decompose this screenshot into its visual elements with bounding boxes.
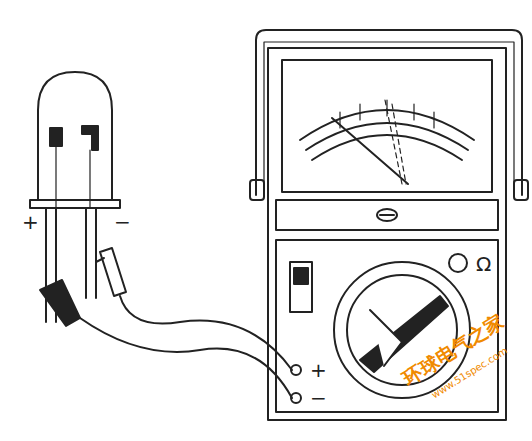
ohm-symbol: Ω [476,254,491,274]
polarity-mark: − [114,212,131,232]
led-body [38,72,112,200]
black-probe-wire [80,318,292,398]
led-cathode-lead [86,208,96,298]
range-switch [290,262,312,312]
polarity-mark: + [22,212,39,232]
meter-needle [332,118,408,184]
zero-adjust [377,209,397,221]
jack-minus [291,393,301,403]
jack-plus [291,365,301,375]
zero-slot [380,214,394,216]
jack-mark: − [310,388,327,408]
led-cathode-chip [82,126,98,150]
scale-ticks [340,100,434,128]
knob-grip [370,310,402,366]
needle-dashed [385,100,406,184]
scale-arc [312,135,462,160]
switch-slider [294,268,308,284]
black-probe [40,280,80,326]
meter-face [282,60,492,192]
red-probe-wire [120,296,292,370]
handle-pivot [514,180,528,200]
scale-arc [306,123,468,150]
selector-dial [334,262,470,398]
meter-body [268,48,506,420]
meter-handle [256,30,522,195]
ohm-adjust [449,254,467,272]
meter-band [276,200,498,230]
handle-pivot [250,180,264,200]
control-panel [276,240,498,412]
probe-tip [96,258,104,262]
jack-mark: + [310,360,327,380]
handle-inner [264,42,514,190]
red-probe [100,248,126,296]
led-inner-leads [56,146,90,208]
led-rim [30,200,120,208]
led-anode-chip [50,128,62,146]
